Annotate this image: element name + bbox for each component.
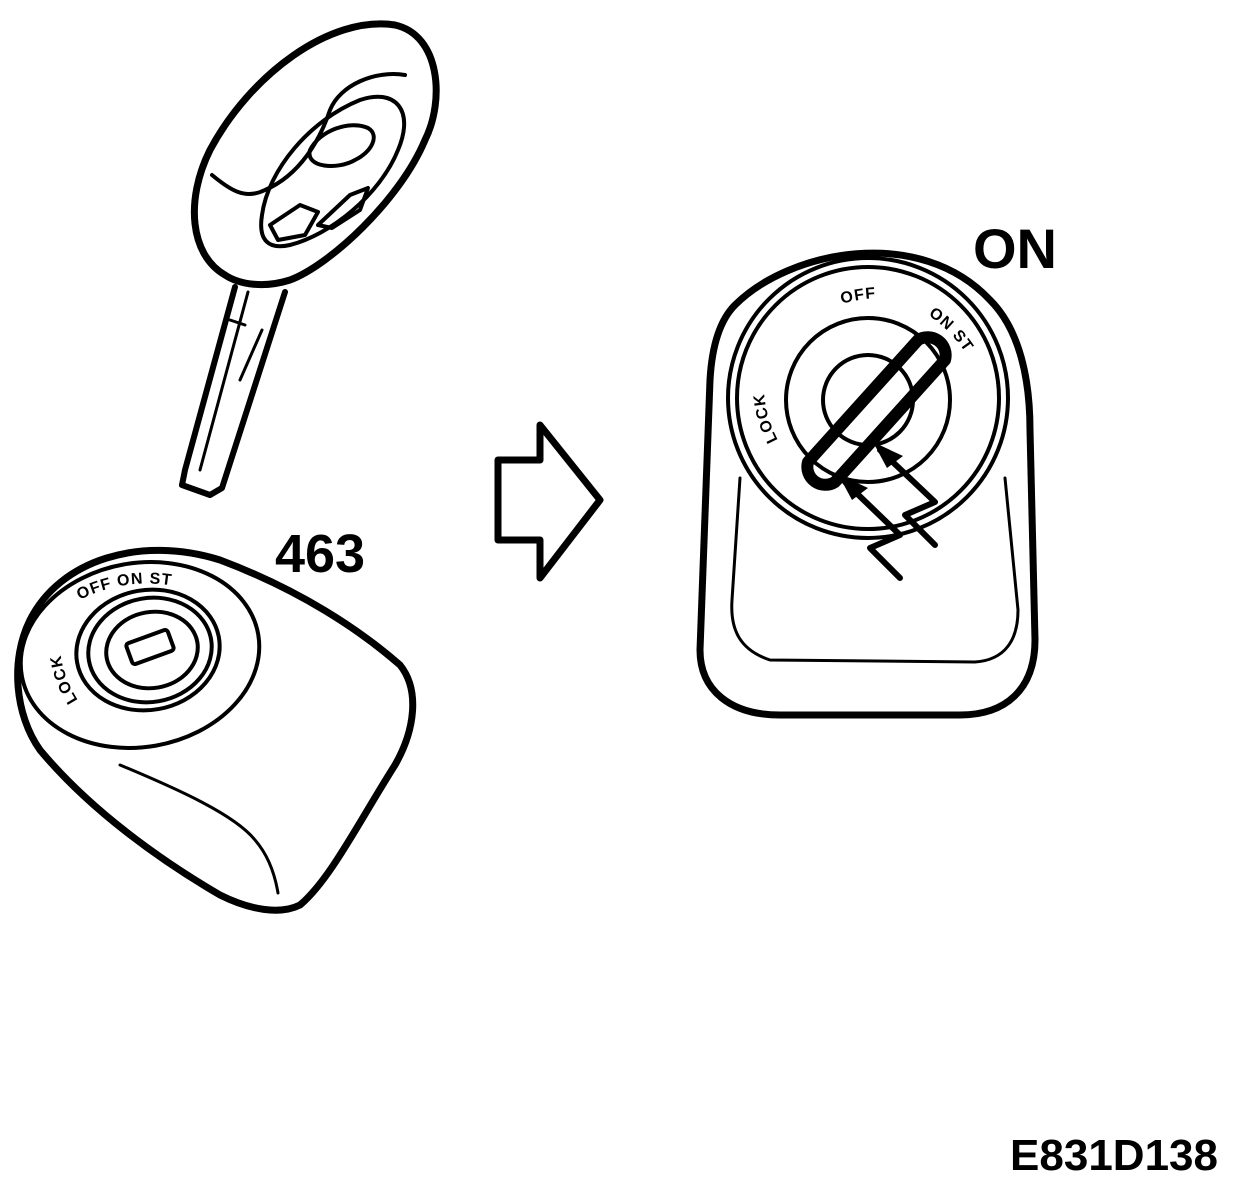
remote-key (179, 20, 440, 498)
ignition-switch-detail (696, 249, 1039, 719)
dial-lock-label: LOCK (751, 392, 782, 445)
dial-off-label: OFF (839, 285, 877, 308)
switch-position-label: ON (973, 217, 1057, 280)
figure-code: E831D138 (1010, 1131, 1218, 1180)
part-number-label: 463 (275, 524, 365, 584)
transition-arrow-icon (494, 421, 604, 582)
ignition-lock-housing (14, 546, 417, 914)
key-slot-icon (124, 627, 176, 667)
rotation-arrows-icon (838, 442, 938, 581)
